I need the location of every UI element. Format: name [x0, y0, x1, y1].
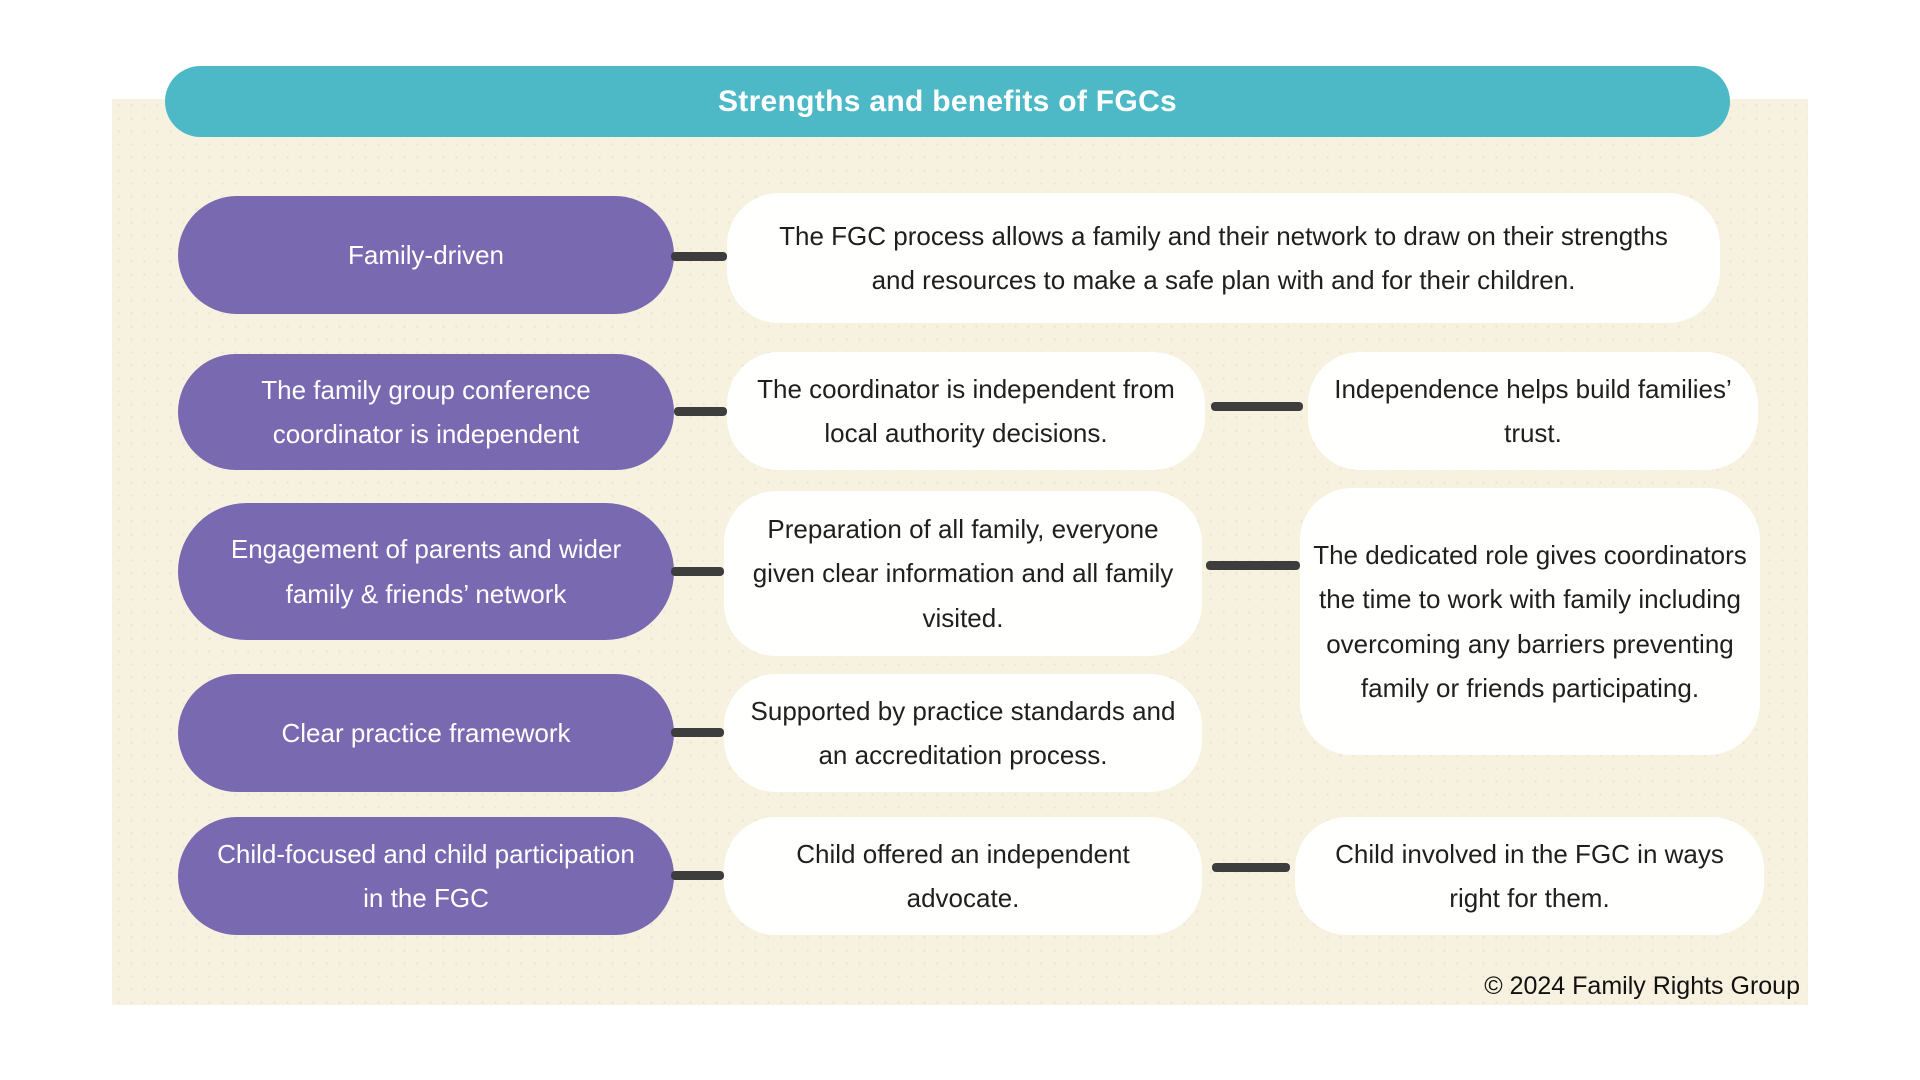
connector-line	[671, 871, 724, 880]
pill-label: Family-driven	[347, 239, 505, 270]
pill-engagement-network: Engagement of parents and wider family &…	[178, 503, 674, 640]
connector-line	[1211, 402, 1303, 411]
card-text: Child involved in the FGC in ways right …	[1335, 838, 1724, 913]
card-text: Supported by practice standards and an a…	[750, 695, 1176, 770]
card-text: The FGC process allows a family and thei…	[779, 220, 1668, 295]
card-practice-standards: Supported by practice standards and an a…	[724, 674, 1202, 792]
card-coordinator-independent: The coordinator is independent from loca…	[727, 352, 1205, 470]
card-independence-trust: Independence helps build families’ trust…	[1308, 352, 1758, 470]
card-text: Preparation of all family, everyone give…	[752, 514, 1174, 633]
pill-label: Clear practice framework	[281, 717, 571, 748]
card-preparation: Preparation of all family, everyone give…	[724, 491, 1202, 656]
page-title: Strengths and benefits of FGCs	[717, 84, 1178, 118]
connector-line	[674, 407, 727, 416]
pill-label: Child-focused and child participation in…	[217, 838, 635, 913]
card-text: The coordinator is independent from loca…	[757, 373, 1175, 448]
card-text: The dedicated role gives coordinators th…	[1313, 540, 1747, 703]
pill-label: Engagement of parents and wider family &…	[230, 534, 622, 609]
pill-family-driven: Family-driven	[178, 196, 674, 314]
card-independent-advocate: Child offered an independent advocate.	[724, 817, 1202, 935]
connector-line	[671, 252, 727, 261]
card-dedicated-role: The dedicated role gives coordinators th…	[1300, 488, 1760, 755]
pill-practice-framework: Clear practice framework	[178, 674, 674, 792]
card-family-driven-detail: The FGC process allows a family and thei…	[727, 193, 1720, 323]
title-banner: Strengths and benefits of FGCs	[165, 66, 1730, 137]
pill-child-focused: Child-focused and child participation in…	[178, 817, 674, 935]
connector-line	[671, 567, 724, 576]
connector-line	[1206, 561, 1300, 570]
card-text: Independence helps build families’ trust…	[1334, 373, 1732, 448]
connector-line	[1212, 863, 1290, 872]
copyright-notice: © 2024 Family Rights Group	[1484, 972, 1800, 1000]
card-text: Child offered an independent advocate.	[796, 838, 1130, 913]
pill-label: The family group conference coordinator …	[261, 374, 591, 449]
connector-line	[671, 728, 724, 737]
pill-independent-coordinator: The family group conference coordinator …	[178, 354, 674, 470]
card-child-involved: Child involved in the FGC in ways right …	[1295, 817, 1764, 935]
